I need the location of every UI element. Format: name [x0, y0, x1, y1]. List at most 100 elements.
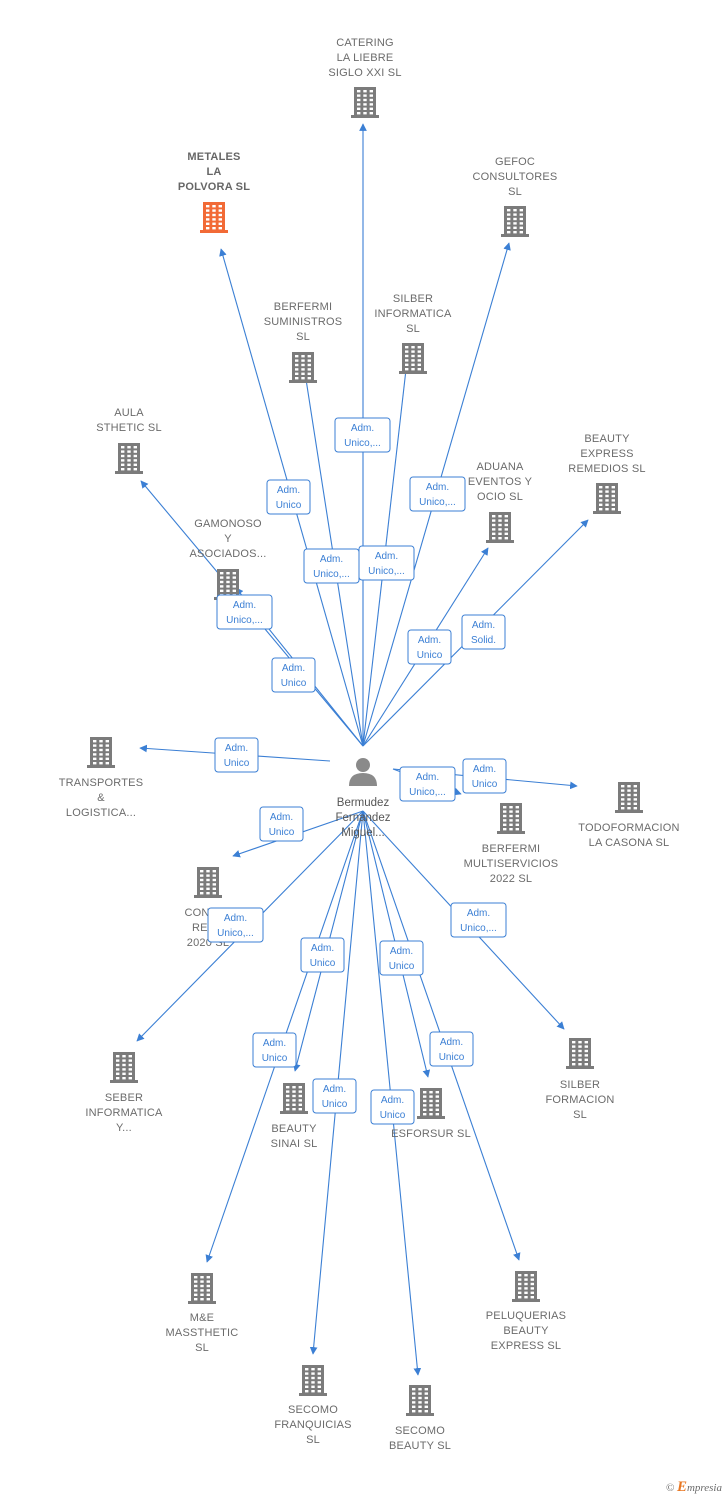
building-window: [424, 1396, 428, 1400]
company-label-line: SL: [195, 1342, 209, 1354]
building-window: [99, 757, 103, 760]
building-window: [206, 887, 210, 890]
company-node-esforsur[interactable]: ESFORSUR SL: [391, 1088, 471, 1140]
relation-label-gefoc[interactable]: Adm.Unico,...: [409, 476, 466, 512]
relation-label-metales[interactable]: Adm.Unico: [266, 479, 311, 515]
relation-label-silber-inf[interactable]: Adm. Unico,...: [358, 545, 415, 581]
building-window: [633, 785, 637, 788]
building-base: [417, 1116, 445, 1119]
building-window: [605, 499, 609, 502]
building-window: [611, 494, 615, 498]
building-window: [305, 1385, 309, 1388]
building-window: [417, 354, 421, 358]
building-window: [509, 828, 513, 831]
company-label-line: INFORMATICA: [85, 1107, 163, 1119]
relation-label-gamonoso[interactable]: Adm.Unico: [271, 657, 316, 693]
building-window: [424, 1392, 428, 1395]
building-window: [492, 523, 496, 527]
relation-label-text: Adm.: [375, 551, 398, 562]
building-window: [435, 1095, 439, 1098]
building-window: [518, 1296, 522, 1299]
building-window: [206, 1293, 210, 1296]
building-window: [524, 1291, 528, 1294]
relation-label-peluquerias[interactable]: Adm.Unico: [429, 1031, 474, 1067]
building-window: [633, 793, 637, 797]
relation-label-berfermi-mult[interactable]: Adm.Unico,...: [399, 766, 456, 802]
company-node-transportes[interactable]: TRANSPORTES&LOGISTICA...: [59, 737, 144, 819]
building-window: [298, 1108, 302, 1111]
building-window: [503, 828, 507, 831]
building-window: [584, 1063, 588, 1066]
relation-label-berfermi-sum[interactable]: Adm.Unico,...: [303, 548, 360, 584]
relation-label-seber[interactable]: Adm.Unico,...: [207, 907, 264, 943]
relation-label-secomo-beauty[interactable]: Adm.Unico: [370, 1089, 415, 1125]
relation-label-aula[interactable]: Adm.Unico,...: [216, 594, 273, 630]
building-window: [206, 883, 210, 886]
relation-label-aduana[interactable]: Adm.Unico: [407, 629, 452, 665]
building-window: [357, 90, 361, 93]
building-window: [572, 1063, 576, 1066]
building-window: [524, 1296, 528, 1299]
building-window: [363, 107, 367, 110]
building-window: [515, 806, 519, 809]
building-base: [399, 371, 427, 374]
building-window: [357, 98, 361, 102]
relation-label-silber-form[interactable]: Adm.Unico,...: [450, 902, 507, 938]
building-window: [212, 878, 216, 882]
relation-label-consul[interactable]: Adm.Unico: [259, 806, 304, 842]
building-window: [128, 1059, 132, 1062]
relation-label-text: Unico,...: [226, 615, 263, 626]
building-window: [424, 1410, 428, 1413]
relation-label-me[interactable]: Adm.Unico: [252, 1032, 297, 1068]
company-label-line: SL: [573, 1109, 587, 1121]
building-window: [611, 499, 615, 502]
relation-label-box: [259, 806, 304, 842]
building-window: [519, 213, 523, 216]
relation-label-secomo-fran[interactable]: Adm.Unico: [312, 1078, 357, 1114]
relation-label-text: Unico,...: [368, 566, 405, 577]
building-window: [232, 572, 236, 575]
building-window: [357, 103, 361, 106]
building-window: [530, 1287, 534, 1290]
building-window: [530, 1291, 534, 1294]
building-window: [127, 463, 131, 466]
building-window: [605, 503, 609, 506]
building-window: [133, 454, 137, 458]
relation-label-beauty-express[interactable]: Adm.Solid.: [461, 614, 506, 650]
building-window: [513, 209, 517, 212]
relation-label-esforsur[interactable]: Adm.Unico: [379, 940, 424, 976]
relation-label-beauty-sinai[interactable]: Adm.Unico: [300, 937, 345, 973]
company-label-line: LOGISTICA...: [66, 807, 136, 819]
building-window: [599, 503, 603, 506]
relation-label-text: Adm.: [323, 1084, 346, 1095]
company-label-line: SEBER: [105, 1092, 143, 1104]
building-window: [423, 1108, 427, 1111]
company-label-line: ADUANA: [476, 461, 524, 473]
relation-label-todoformacion[interactable]: Adm.Unico: [462, 758, 507, 794]
relation-label-transportes[interactable]: Adm.Unico: [214, 737, 259, 773]
building-window: [93, 744, 97, 747]
relation-label-catering[interactable]: Adm.Unico,...: [334, 417, 391, 453]
building-window: [518, 1282, 522, 1286]
